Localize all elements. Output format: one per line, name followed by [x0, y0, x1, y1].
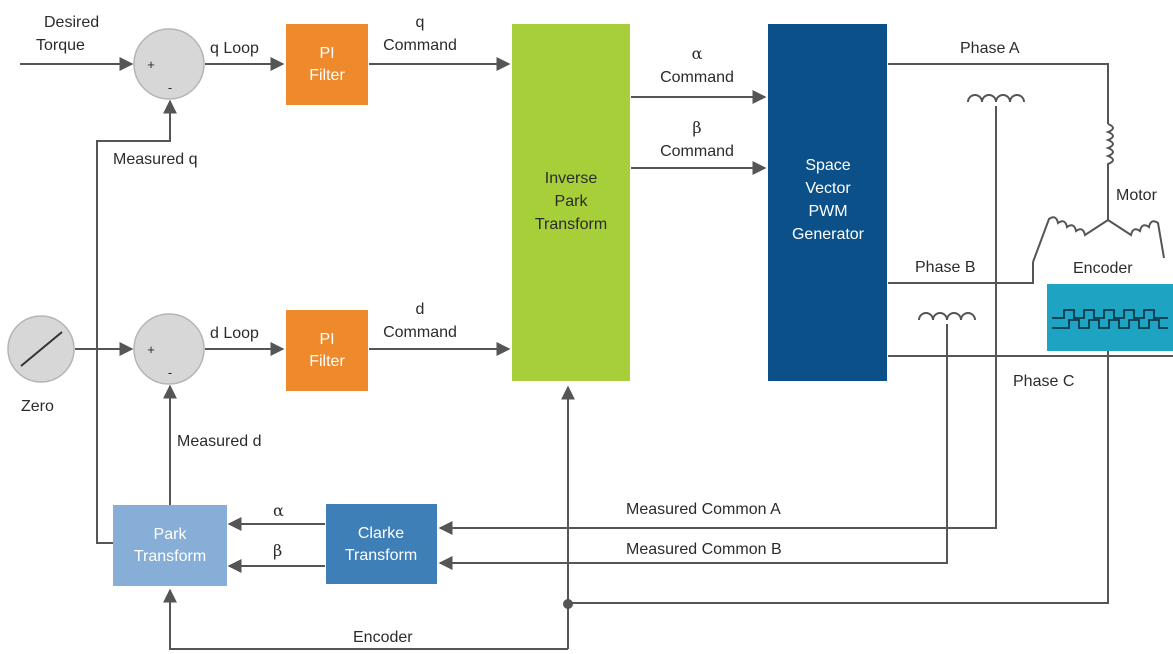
feedback-alpha-label: α — [273, 501, 284, 520]
pi-filter-d: PI Filter — [286, 310, 368, 391]
phase-a-label: Phase A — [960, 40, 1020, 57]
alpha-command-label-2: Command — [660, 69, 734, 86]
q-summing-junction: + - — [133, 28, 205, 100]
inverse-park-transform: Inverse Park Transform — [512, 24, 630, 381]
d-sum-plus: + — [147, 342, 155, 357]
feedback-beta-label: β — [273, 541, 282, 560]
desired-torque-label-1: Desired — [44, 14, 99, 31]
svpwm-line4: Generator — [792, 226, 865, 243]
encoder-waveform-icon — [1052, 309, 1168, 319]
pi-filter-q: PI Filter — [286, 24, 368, 105]
clarke-transform: Clarke Transform — [326, 504, 437, 584]
measured-q-arrow — [96, 99, 177, 544]
park-line2: Transform — [134, 548, 206, 565]
motor-coil-a — [1105, 123, 1114, 196]
zero-source — [7, 315, 75, 383]
encoder-box-label: Encoder — [1073, 260, 1133, 277]
q-loop-label: q Loop — [210, 40, 259, 57]
inverse-park-line3: Transform — [535, 216, 607, 233]
alpha-command-label-1: α — [692, 44, 703, 63]
pi-filter-d-line1: PI — [319, 331, 334, 348]
measured-q-label: Measured q — [113, 151, 198, 168]
phase-b-label: Phase B — [915, 259, 975, 276]
beta-command-label-2: Command — [660, 143, 734, 160]
measured-d-label: Measured d — [177, 433, 262, 450]
inverse-park-line2: Park — [555, 193, 589, 210]
encoder-to-park-arrow — [163, 588, 568, 650]
pi-filter-q-line1: PI — [319, 45, 334, 62]
measured-common-b-label: Measured Common B — [626, 541, 782, 558]
svpwm-generator: Space Vector PWM Generator — [768, 24, 887, 381]
d-command-label-1: d — [416, 301, 425, 318]
measured-common-a-label: Measured Common A — [626, 501, 781, 518]
q-command-label-1: q — [416, 14, 425, 31]
zero-label: Zero — [21, 398, 54, 415]
q-command-label-2: Command — [383, 37, 457, 54]
d-loop-label: d Loop — [210, 325, 259, 342]
d-command-label-2: Command — [383, 324, 457, 341]
q-sum-plus: + — [147, 57, 155, 72]
current-sensor-a-icon — [967, 94, 1025, 103]
phase-c-label: Phase C — [1013, 373, 1074, 390]
encoder-feedback-line — [568, 351, 1109, 604]
encoder-waveform-2-icon — [1052, 319, 1168, 329]
encoder-feedback-label: Encoder — [353, 629, 413, 646]
connections — [20, 57, 1173, 650]
q-sum-minus: - — [168, 80, 172, 95]
motor-coil-c — [1107, 219, 1165, 259]
motor-coil-b — [1032, 216, 1109, 263]
d-summing-junction: + - — [133, 313, 205, 385]
motor-windings — [1032, 123, 1165, 263]
svpwm-line2: Vector — [805, 180, 851, 197]
svpwm-line1: Space — [805, 157, 850, 174]
pi-filter-d-line2: Filter — [309, 353, 345, 370]
encoder-junction-dot — [563, 599, 573, 609]
pi-filter-q-line2: Filter — [309, 67, 345, 84]
clarke-line2: Transform — [345, 547, 417, 564]
zero-slash-icon — [20, 331, 63, 367]
park-line1: Park — [154, 526, 188, 543]
svpwm-line3: PWM — [808, 203, 847, 220]
beta-command-label-1: β — [692, 118, 701, 137]
d-sum-minus: - — [168, 365, 172, 380]
measured-common-b-arrow — [438, 324, 948, 570]
inverse-park-line1: Inverse — [545, 170, 598, 187]
measured-common-a-arrow — [438, 106, 997, 535]
phase-a-line — [888, 63, 1109, 124]
current-sensor-b-icon — [918, 312, 976, 321]
motor-label: Motor — [1116, 187, 1158, 204]
park-transform: Park Transform — [113, 505, 227, 586]
desired-torque-label-2: Torque — [36, 37, 85, 54]
clarke-line1: Clarke — [358, 525, 404, 542]
encoder-box — [1047, 284, 1173, 351]
phase-b-line — [888, 262, 1034, 284]
